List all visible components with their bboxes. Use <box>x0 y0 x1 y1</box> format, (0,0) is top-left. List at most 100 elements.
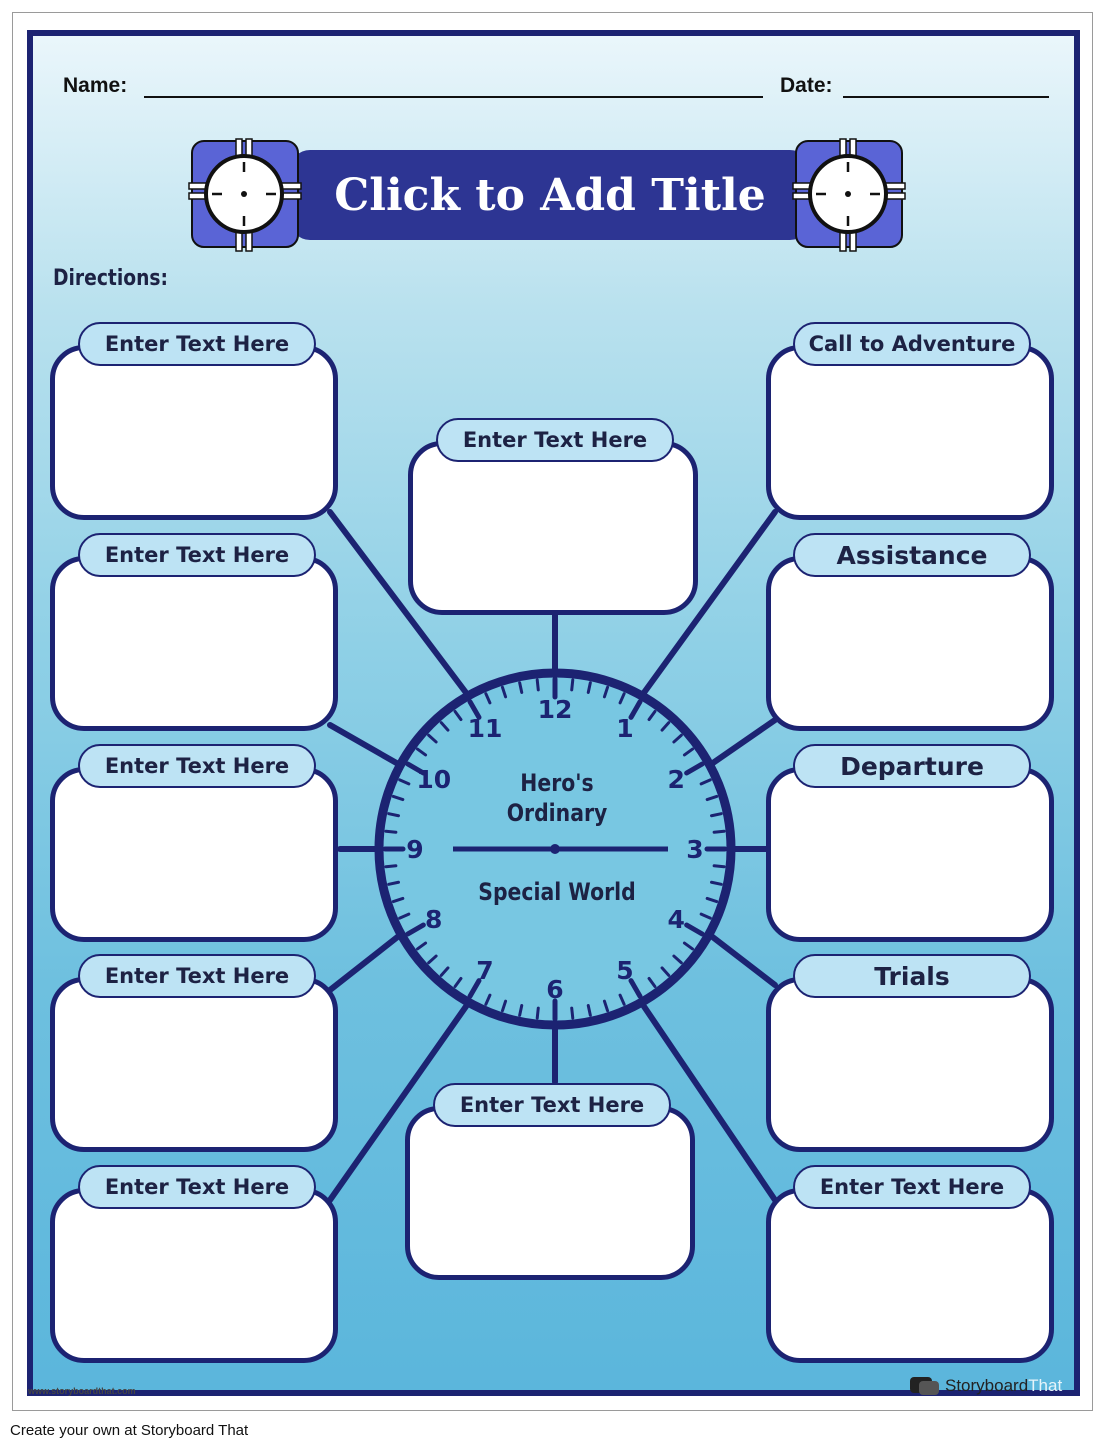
connector-right-2 <box>707 717 778 768</box>
storyboard-url: www.storyboardthat.com <box>28 1386 136 1396</box>
clock-minor-tick <box>618 692 626 705</box>
clock-minor-tick <box>391 896 405 904</box>
clock-minor-tick <box>387 812 400 818</box>
box-left-5-label[interactable]: Enter Text Here <box>78 1165 316 1209</box>
clock-number-12: 12 <box>538 695 573 724</box>
box-left-3-label[interactable]: Enter Text Here <box>78 744 316 788</box>
clock-major-tick <box>628 699 643 720</box>
box-right-2-label[interactable]: Assistance <box>793 533 1031 577</box>
clock-minor-tick <box>712 864 726 869</box>
clock-minor-tick <box>570 678 575 692</box>
clock-major-tick <box>628 978 643 999</box>
clock-minor-tick <box>439 966 450 977</box>
clock-number-7: 7 <box>476 956 493 985</box>
box-right-3[interactable] <box>766 767 1054 942</box>
box-right-5[interactable] <box>766 1188 1054 1363</box>
clock-minor-tick <box>427 954 438 965</box>
box-right-1[interactable] <box>766 345 1054 520</box>
clock-minor-tick <box>586 1004 592 1017</box>
clock-ticks <box>382 676 728 1022</box>
box-top-center[interactable] <box>408 441 698 615</box>
logo-text-dark: Storyboard <box>945 1376 1029 1395</box>
box-right-1-label[interactable]: Call to Adventure <box>793 322 1031 366</box>
name-line[interactable] <box>144 96 763 98</box>
clock-minor-tick <box>672 733 683 744</box>
clock-minor-tick <box>484 692 492 705</box>
box-top-center-label[interactable]: Enter Text Here <box>436 418 674 462</box>
logo-text-light: That <box>1028 1376 1063 1395</box>
clock-minor-tick <box>453 976 463 989</box>
box-right-4-label[interactable]: Trials <box>793 954 1031 998</box>
box-left-3[interactable] <box>50 767 338 942</box>
clock-number-5: 5 <box>616 956 633 985</box>
clock-minor-tick <box>415 747 428 757</box>
clock-major-tick <box>467 978 482 999</box>
connector-right-4 <box>707 932 778 988</box>
clock-center-dot <box>550 844 560 854</box>
connector-left-2 <box>327 722 403 768</box>
clock-minor-tick <box>387 880 400 886</box>
clock-minor-tick <box>647 976 657 989</box>
clock-minor-tick <box>535 678 540 692</box>
clock-minor-tick <box>398 778 411 786</box>
date-line[interactable] <box>843 96 1049 98</box>
box-left-4[interactable] <box>50 977 338 1152</box>
clock-number-6: 6 <box>546 975 563 1004</box>
clock-minor-tick <box>453 709 463 722</box>
clock-major-tick <box>684 922 705 937</box>
clock-minor-tick <box>384 864 398 869</box>
clock-major-tick <box>405 761 426 776</box>
box-left-5[interactable] <box>50 1188 338 1363</box>
clock-minor-tick <box>570 1006 575 1020</box>
clock-number-1: 1 <box>616 714 633 743</box>
connector-right-5 <box>640 1002 778 1203</box>
clock-minor-tick <box>705 896 719 904</box>
clock-minor-tick <box>484 993 492 1006</box>
clock-minor-tick <box>427 733 438 744</box>
box-left-1[interactable] <box>50 345 338 520</box>
clock-major-tick <box>467 699 482 720</box>
storyboard-logo[interactable]: StoryboardThat <box>909 1375 1079 1397</box>
page-title[interactable]: Click to Add Title <box>334 169 766 221</box>
clock-minor-tick <box>415 941 428 951</box>
logo-bubble-icon <box>910 1377 939 1395</box>
name-label: Name: <box>63 74 128 97</box>
clock-minor-tick <box>618 993 626 1006</box>
box-bottom-center[interactable] <box>405 1106 695 1280</box>
box-left-1-label[interactable]: Enter Text Here <box>78 322 316 366</box>
box-left-4-label[interactable]: Enter Text Here <box>78 954 316 998</box>
connector-lines <box>327 509 778 1203</box>
clock-minor-tick <box>682 747 695 757</box>
clock-number-8: 8 <box>425 905 442 934</box>
clock-minor-tick <box>647 709 657 722</box>
logo-text: StoryboardThat <box>945 1376 1062 1396</box>
box-left-2[interactable] <box>50 556 338 731</box>
box-left-2-label[interactable]: Enter Text Here <box>78 533 316 577</box>
clock-minor-tick <box>586 681 592 694</box>
clock-minor-tick <box>712 829 726 834</box>
clock-minor-tick <box>500 999 508 1013</box>
box-right-3-label[interactable]: Departure <box>793 744 1031 788</box>
clock-minor-tick <box>535 1006 540 1020</box>
clock-minor-tick <box>518 1004 524 1017</box>
date-label: Date: <box>780 74 833 97</box>
clock-minor-tick <box>518 681 524 694</box>
clock-number-11: 11 <box>468 714 503 743</box>
directions-label: Directions: <box>53 266 169 291</box>
clock-minor-tick <box>710 812 723 818</box>
box-right-2[interactable] <box>766 556 1054 731</box>
box-right-4[interactable] <box>766 977 1054 1152</box>
footer-create-text[interactable]: Create your own at Storyboard That <box>10 1422 249 1439</box>
clock-minor-tick <box>439 721 450 732</box>
clock-number-3: 3 <box>686 835 703 864</box>
connector-right-1 <box>640 509 778 697</box>
clock-minor-tick <box>391 794 405 802</box>
box-bottom-center-label[interactable]: Enter Text Here <box>433 1083 671 1127</box>
clock-number-9: 9 <box>406 835 423 864</box>
box-right-5-label[interactable]: Enter Text Here <box>793 1165 1031 1209</box>
clock-minor-tick <box>384 829 398 834</box>
clock-minor-tick <box>660 966 671 977</box>
clock-minor-tick <box>682 941 695 951</box>
clock-minor-tick <box>398 912 411 920</box>
